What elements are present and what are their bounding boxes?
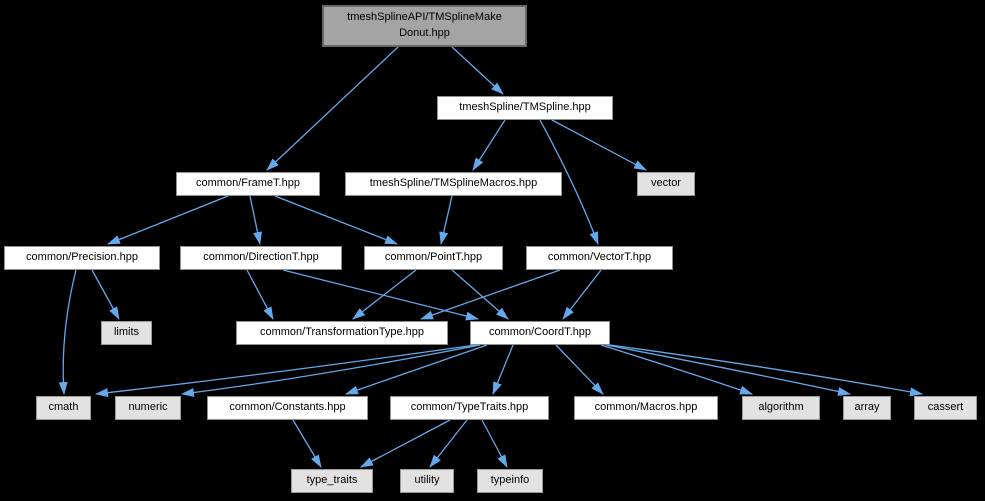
- include-edge-precision-cmath: [58, 269, 77, 395]
- include-edge-frameT-precision: [107, 195, 229, 245]
- node-label-makedonut: tmeshSplineAPI/TMSplineMake Donut.hpp: [347, 11, 502, 39]
- include-edge-coordT-cassert: [609, 344, 923, 397]
- node-label-transformationtype: common/TransformationType.hpp: [259, 326, 425, 339]
- node-label-limits: limits: [113, 326, 140, 339]
- include-edge-coordT-algorithm: [600, 344, 753, 395]
- node-label-directionT: common/DirectionT.hpp: [203, 251, 319, 264]
- include-edge-typetraitshpp-utility: [429, 419, 468, 468]
- include-edge-coordT-array: [605, 344, 851, 396]
- node-label-frameT: common/FrameT.hpp: [196, 177, 300, 190]
- node-label-utility: utility: [414, 474, 440, 487]
- include-edge-directionT-coordT: [282, 269, 479, 321]
- include-edge-tmspline-vectorT: [539, 119, 599, 245]
- node-vector: vector: [637, 172, 695, 196]
- node-type_traits: type_traits: [291, 469, 373, 493]
- node-label-precision: common/Precision.hpp: [26, 251, 138, 264]
- include-edge-coordT-typetraitshpp: [492, 344, 514, 395]
- node-label-macros: common/Macros.hpp: [594, 401, 698, 414]
- include-edge-typetraitshpp-typeinfo: [481, 419, 508, 468]
- include-edge-coordT-constants: [345, 344, 488, 395]
- node-label-constants: common/Constants.hpp: [229, 401, 346, 414]
- node-numeric: numeric: [115, 396, 181, 420]
- node-label-typeinfo: typeinfo: [490, 474, 530, 487]
- node-constants[interactable]: common/Constants.hpp: [207, 396, 368, 420]
- include-edge-makedonut-frameT: [266, 46, 399, 171]
- include-edge-directionT-transformationtype: [246, 269, 274, 320]
- node-label-tmspline: tmeshSpline/TMSpline.hpp: [459, 101, 591, 114]
- include-edge-tmspline-tmsmacros: [472, 119, 506, 171]
- node-makedonut: tmeshSplineAPI/TMSplineMake Donut.hpp: [322, 5, 527, 47]
- node-limits: limits: [101, 321, 152, 345]
- node-coordT[interactable]: common/CoordT.hpp: [470, 321, 610, 345]
- node-macros[interactable]: common/Macros.hpp: [574, 396, 718, 420]
- node-typeinfo: typeinfo: [477, 469, 543, 493]
- node-label-type_traits: type_traits: [306, 474, 358, 487]
- node-label-numeric: numeric: [128, 401, 168, 414]
- node-label-array: array: [854, 401, 880, 414]
- node-label-vector: vector: [651, 177, 681, 190]
- include-edge-tmsmacros-pointT: [439, 195, 453, 245]
- include-edge-pointT-transformationtype: [352, 269, 417, 320]
- include-edge-coordT-macros: [555, 344, 604, 395]
- node-frameT[interactable]: common/FrameT.hpp: [176, 172, 320, 196]
- node-precision[interactable]: common/Precision.hpp: [4, 246, 160, 270]
- include-edge-tmspline-vector: [551, 119, 647, 171]
- node-typetraitshpp[interactable]: common/TypeTraits.hpp: [390, 396, 549, 420]
- node-vectorT[interactable]: common/VectorT.hpp: [526, 246, 673, 270]
- include-edge-pointT-coordT: [451, 269, 509, 320]
- include-edge-vectorT-coordT: [562, 269, 602, 320]
- node-cassert: cassert: [914, 396, 977, 420]
- include-edge-precision-limits: [91, 269, 120, 320]
- node-tmsmacros[interactable]: tmeshSpline/TMSplineMacros.hpp: [345, 172, 562, 196]
- node-label-cassert: cassert: [927, 401, 964, 414]
- node-label-cmath: cmath: [48, 401, 79, 414]
- node-directionT[interactable]: common/DirectionT.hpp: [180, 246, 342, 270]
- node-array: array: [843, 396, 891, 420]
- node-transformationtype[interactable]: common/TransformationType.hpp: [236, 321, 448, 345]
- include-edge-constants-type_traits: [292, 419, 322, 468]
- node-tmspline[interactable]: tmeshSpline/TMSpline.hpp: [437, 96, 613, 120]
- include-edge-typetraitshpp-type_traits: [360, 419, 451, 468]
- node-algorithm: algorithm: [742, 396, 820, 420]
- node-label-pointT: common/PointT.hpp: [384, 251, 483, 264]
- node-label-typetraitshpp: common/TypeTraits.hpp: [410, 401, 529, 414]
- include-edge-vectorT-transformationtype: [420, 269, 561, 320]
- node-label-coordT: common/CoordT.hpp: [488, 326, 592, 339]
- include-edge-makedonut-tmspline: [451, 46, 504, 95]
- node-label-vectorT: common/VectorT.hpp: [547, 251, 652, 264]
- include-edge-frameT-pointT: [274, 195, 398, 245]
- include-edge-coordT-cmath: [95, 344, 477, 398]
- include-edge-coordT-numeric: [181, 344, 481, 397]
- node-pointT[interactable]: common/PointT.hpp: [364, 246, 503, 270]
- node-label-algorithm: algorithm: [758, 401, 804, 414]
- node-cmath: cmath: [36, 396, 91, 420]
- node-utility: utility: [400, 469, 454, 493]
- include-edge-frameT-directionT: [249, 195, 262, 245]
- node-label-tmsmacros: tmeshSpline/TMSplineMacros.hpp: [369, 177, 538, 190]
